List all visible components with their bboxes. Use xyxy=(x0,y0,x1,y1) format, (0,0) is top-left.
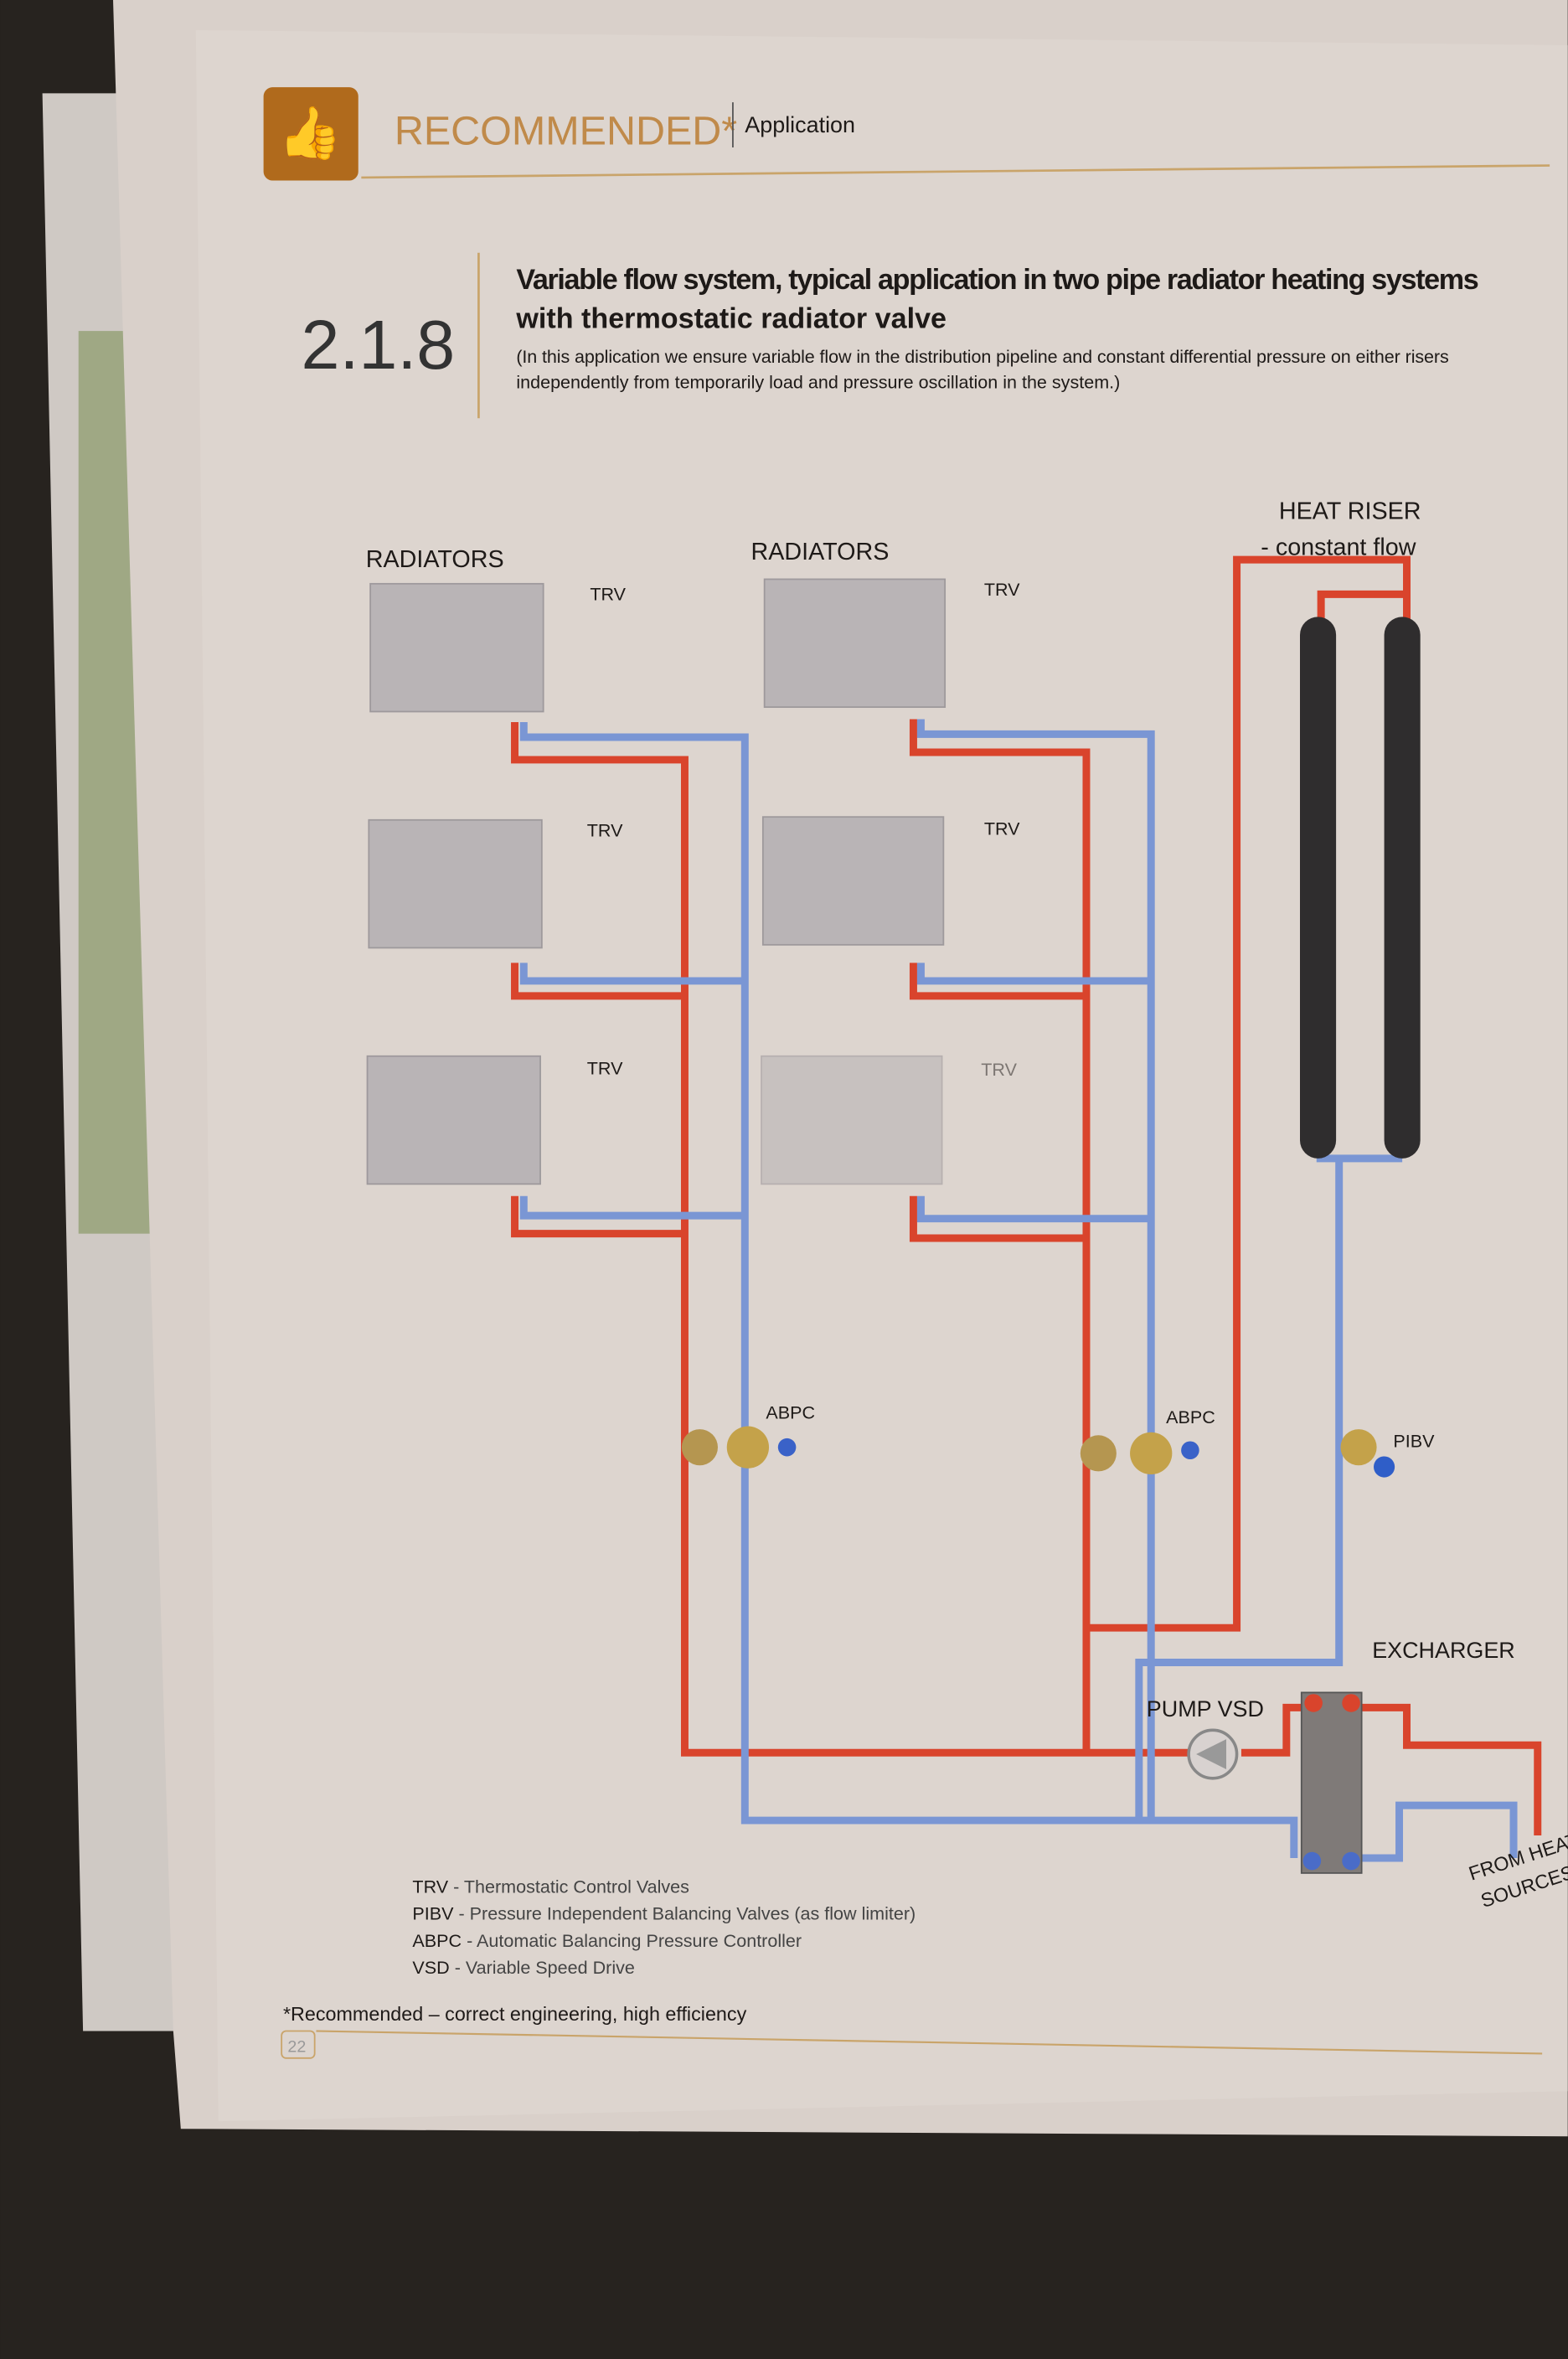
svg-text:PIBV - Pressure Independent Ba: PIBV - Pressure Independent Balancing Va… xyxy=(412,1903,916,1924)
category-label: Application xyxy=(745,112,855,137)
pibv-label: PIBV xyxy=(1393,1431,1435,1452)
pibv-valve xyxy=(1340,1429,1395,1478)
trv-label: TRV xyxy=(587,1057,623,1078)
svg-text:VSD - Variable Speed Drive: VSD - Variable Speed Drive xyxy=(412,1957,634,1978)
trv-label: TRV xyxy=(981,1059,1017,1080)
title-line-1: Variable flow system, typical applicatio… xyxy=(516,264,1478,296)
thumbs-up-icon xyxy=(263,87,358,181)
svg-text:ABPC - Automatic Balancing Pre: ABPC - Automatic Balancing Pressure Cont… xyxy=(412,1930,802,1951)
radiator xyxy=(761,1055,943,1185)
subtitle-line-1: (In this application we ensure variable … xyxy=(516,346,1448,367)
abpc-label: ABPC xyxy=(1166,1407,1215,1427)
riser-pipe xyxy=(1384,617,1421,1159)
page-number: 22 xyxy=(287,2038,306,2057)
trv-label: TRV xyxy=(587,820,623,841)
exchanger-label: EXCHARGER xyxy=(1372,1638,1515,1663)
radiators-label-2: RADIATORS xyxy=(750,539,889,565)
abpc-label: ABPC xyxy=(766,1402,815,1423)
section-label: RECOMMENDED* xyxy=(395,108,737,153)
riser-pipe xyxy=(1300,617,1337,1159)
subtitle-line-2: independently from temporarily load and … xyxy=(516,371,1120,392)
heat-exchanger xyxy=(1300,1691,1363,1874)
trv-label: TRV xyxy=(984,579,1020,600)
svg-text:TRV - Thermostatic Control Val: TRV - Thermostatic Control Valves xyxy=(412,1876,689,1897)
svg-text:👍: 👍 xyxy=(278,104,342,163)
title-line-2: with thermostatic radiator valve xyxy=(515,303,946,335)
abpc-valve xyxy=(681,1426,797,1469)
heating-diagram: RADIATORS RADIATORS HEAT RISER - constan… xyxy=(366,498,1568,1912)
header: 👍 RECOMMENDED* Application xyxy=(263,87,1550,181)
heat-riser-label: HEAT RISER xyxy=(1279,498,1421,525)
legend: TRV - Thermostatic Control Valves PIBV -… xyxy=(412,1876,916,1978)
radiator xyxy=(368,818,543,949)
radiator xyxy=(763,578,946,708)
trv-label: TRV xyxy=(590,584,626,605)
abpc-valve xyxy=(1080,1432,1199,1474)
radiator xyxy=(366,1055,541,1185)
radiator xyxy=(369,582,544,713)
radiators-label-1: RADIATORS xyxy=(366,546,504,573)
footnote: *Recommended – correct engineering, high… xyxy=(283,2003,747,2025)
header-rule xyxy=(361,164,1550,179)
pump-icon xyxy=(1187,1728,1239,1780)
pump-label: PUMP VSD xyxy=(1147,1696,1264,1722)
section-number: 2.1.8 xyxy=(302,306,456,384)
trv-label: TRV xyxy=(984,818,1020,839)
radiator xyxy=(761,816,945,946)
